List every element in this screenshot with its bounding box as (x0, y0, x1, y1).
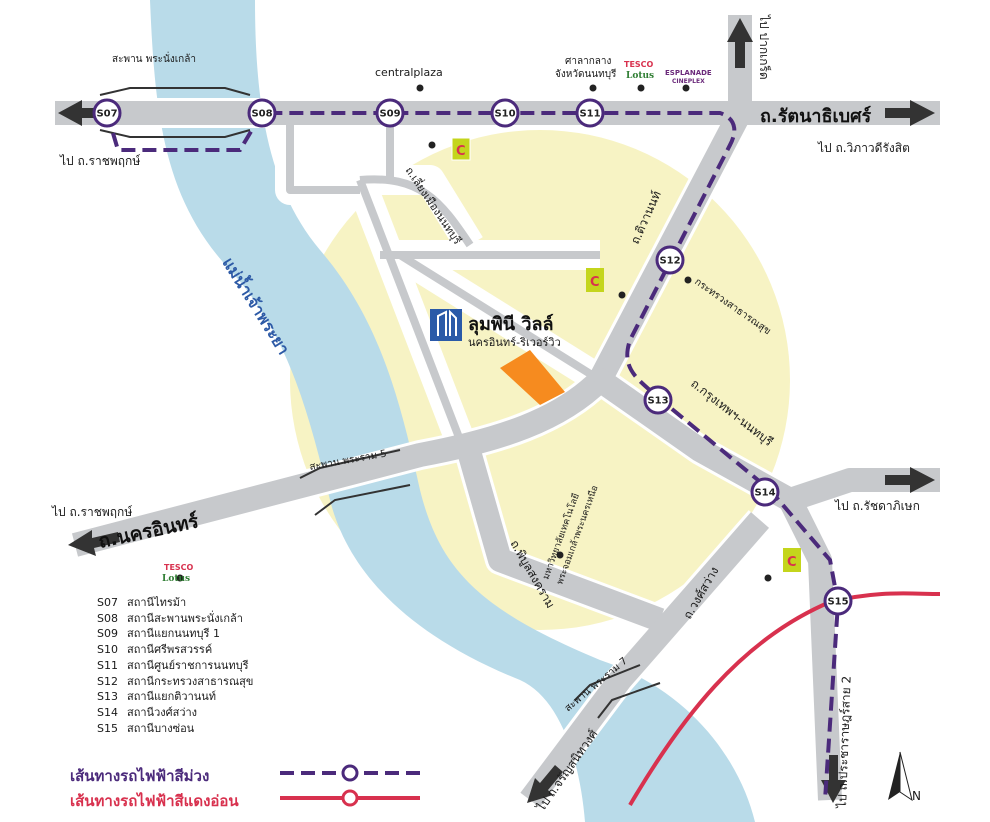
station-legend-row: S11 สถานีศูนย์ราชการนนทบุรี (97, 658, 253, 674)
station-code: S14 (754, 488, 775, 499)
station-legend-row: S15 สถานีบางซ่อน (97, 721, 253, 737)
station-legend-row: S07 สถานีไทรม้า (97, 595, 253, 611)
station-legend-code: S08 (97, 611, 118, 625)
station-code: S08 (251, 109, 272, 120)
to-pak-kret-label: ไป ปากเกร็ด (757, 14, 772, 80)
city-hall-label-1: ศาลากลาง (565, 56, 612, 67)
phra-nang-klao-bridge-label: สะพาน พระนั่งเกล้า (112, 51, 196, 65)
to-ratchaphruek-bottom-label: ไป ถ.ราชพฤกษ์ (51, 505, 133, 519)
station-code: S11 (579, 109, 600, 120)
arrow-east-right-icon (885, 467, 935, 493)
arrow-north-icon (727, 18, 753, 68)
station-code: S10 (494, 109, 515, 120)
legend-purple-sample (280, 764, 420, 782)
bigc-icon (451, 137, 471, 161)
station-legend-name: สถานีสะพานพระนั่งเกล้า (127, 611, 243, 625)
svg-text:C: C (590, 275, 600, 290)
station-legend-row: S13 สถานีแยกติวานนท์ (97, 689, 253, 705)
tesco-label-bottom: TESCO (164, 563, 194, 572)
station-marker-s07: S07 (92, 98, 122, 128)
station-code: S09 (379, 109, 400, 120)
station-legend-name: สถานีวงศ์สว่าง (127, 705, 198, 719)
tesco-label: TESCO (624, 60, 654, 69)
station-legend-code: S15 (97, 721, 118, 735)
project-name: ลุมพินี วิลล์ (468, 313, 554, 336)
station-marker-s13: S13 (643, 385, 673, 415)
station-marker-s09: S09 (375, 98, 405, 128)
station-legend-name: สถานีแยกติวานนท์ (127, 690, 217, 704)
to-ratchadaphisek-label: ไป ถ.รัชดาภิเษก (834, 499, 920, 513)
arrow-west-top-icon (58, 100, 108, 126)
station-code: S12 (659, 256, 680, 267)
station-code: S07 (96, 109, 117, 120)
road-network (55, 15, 940, 809)
station-legend-name: สถานีกระทรวงสาธารณสุข (127, 674, 254, 688)
lotus-label-bottom: Lotus (162, 574, 190, 584)
to-vibhavadi-label: ไป ถ.วิภาวดีรังสิต (817, 141, 910, 155)
north-arrow-icon: N (888, 751, 921, 803)
bridges (99, 87, 661, 719)
legend-purple-label: เส้นทางรถไฟฟ้าสีม่วง (70, 767, 210, 785)
project-building (500, 350, 565, 405)
station-code: S15 (827, 597, 848, 608)
city-hall-label-2: จังหวัดนนทบุรี (555, 68, 617, 80)
station-legend-name: สถานีไทรม้า (127, 596, 187, 609)
station-legend-code: S07 (97, 596, 118, 609)
station-marker-s15: S15 (823, 586, 853, 616)
bigc-icon (783, 548, 801, 572)
station-legend-name: สถานีศูนย์ราชการนนทบุรี (127, 658, 249, 672)
to-ratchaphruek-top-label: ไป ถ.ราชพฤกษ์ (59, 154, 141, 168)
rattanathibet-road-label: ถ.รัตนาธิเบศร์ (760, 105, 871, 127)
svg-text:N: N (912, 789, 921, 803)
station-legend-code: S09 (97, 627, 118, 641)
arrow-southwest-icon (527, 765, 563, 803)
project-subtitle: นครอินทร์-ริเวอร์วิว (468, 336, 561, 349)
legend-red-sample (280, 789, 420, 807)
station-legend-name: สถานีแยกนนทบุรี 1 (127, 627, 220, 641)
to-pracharat-label: ไป ถ.ประชาราษฎร์สาย 2 (835, 676, 854, 809)
station-legend-row: S08 สถานีสะพานพระนั่งเกล้า (97, 611, 253, 627)
purple-line-route (105, 111, 841, 801)
station-legend-code: S10 (97, 643, 118, 657)
svg-text:C: C (456, 144, 466, 159)
station-legend-row: S14 สถานีวงศ์สว่าง (97, 705, 253, 721)
station-legend-code: S12 (97, 674, 118, 688)
station-legend-code: S11 (97, 658, 118, 672)
esplanade-label: ESPLANADE (665, 69, 712, 77)
station-legend-name: สถานีศรีพรสวรรค์ (127, 643, 213, 657)
station-legend-row: S12 สถานีกระทรวงสาธารณสุข (97, 674, 253, 690)
station-legend-row: S09 สถานีแยกนนทบุรี 1 (97, 626, 253, 642)
cineplex-label: CINEPLEX (672, 78, 705, 85)
chao-phraya-river (150, 0, 755, 822)
road-arrows (58, 18, 935, 803)
station-legend-name: สถานีบางซ่อน (127, 721, 195, 735)
bigc-markers: C C C (451, 137, 801, 572)
centralplaza-label: centralplaza (375, 66, 443, 79)
station-code: S13 (647, 396, 668, 407)
svg-text:C: C (787, 555, 797, 570)
light-red-line-route (628, 591, 941, 807)
bigc-icon (586, 268, 604, 292)
station-marker-s11: S11 (575, 98, 605, 128)
station-marker-s12: S12 (655, 245, 685, 275)
station-legend-row: S10 สถานีศรีพรสวรรค์ (97, 642, 253, 658)
legend-red-label: เส้นทางรถไฟฟ้าสีแดงอ่อน (70, 792, 239, 810)
station-legend-code: S14 (97, 705, 118, 719)
poi-dots (176, 84, 772, 582)
project-logo-mark-icon (437, 309, 457, 336)
station-legend-code: S13 (97, 690, 118, 704)
station-marker-s10: S10 (490, 98, 520, 128)
lotus-label: Lotus (626, 71, 654, 81)
arrow-east-top-icon (885, 100, 935, 126)
station-marker-s08: S08 (247, 98, 277, 128)
arrow-west-bottom-icon (68, 530, 120, 556)
station-marker-s14: S14 (750, 477, 780, 507)
